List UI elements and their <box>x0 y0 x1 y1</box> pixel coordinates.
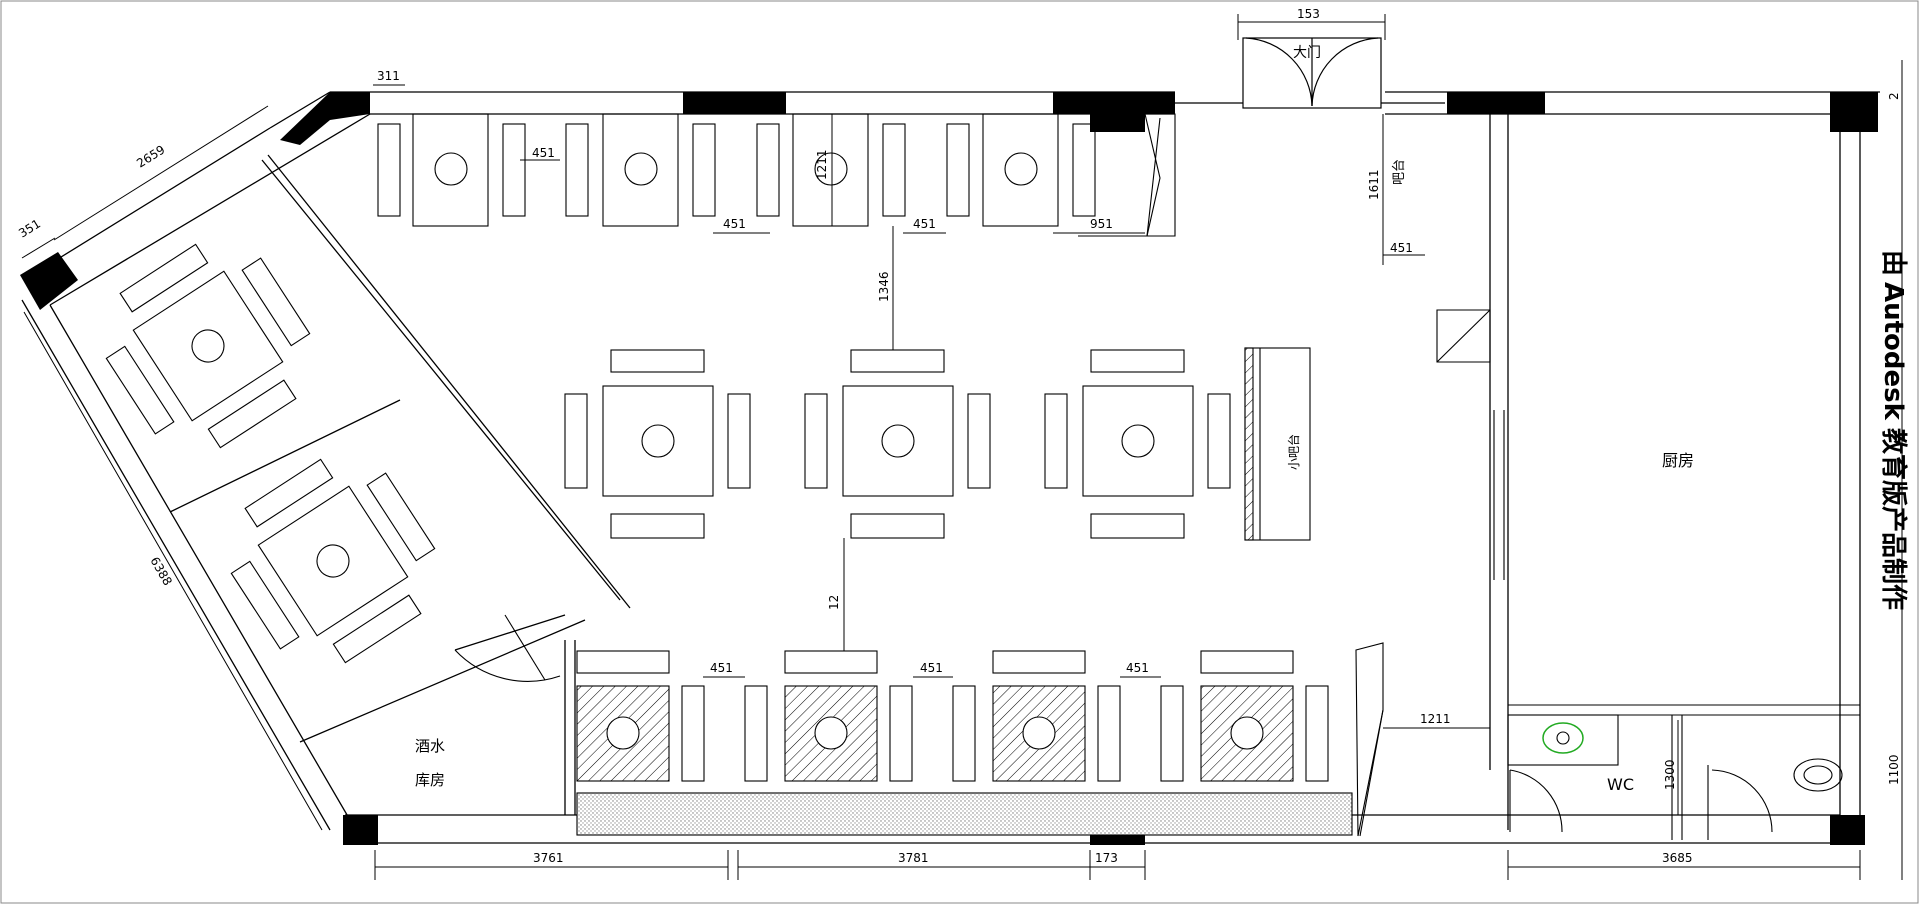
dim-2659: 2659 <box>134 142 167 170</box>
dim-153: 153 <box>1297 7 1320 21</box>
dim-311: 311 <box>377 69 400 83</box>
small-bar-label: 小吧台 <box>1286 434 1301 470</box>
watermark-prefix: 由 <box>1878 250 1908 276</box>
walls <box>21 91 1880 844</box>
dim-12-a: 12 <box>827 595 841 610</box>
watermark-suffix: 教育版产品制作 <box>1878 428 1909 610</box>
dim-1100: 1100 <box>1887 754 1901 785</box>
storage-door <box>454 614 561 682</box>
dim-2-top: 2 <box>1887 92 1901 100</box>
dim-3685: 3685 <box>1662 851 1693 865</box>
kitchen-area <box>1436 309 1860 840</box>
dim-451-g: 451 <box>1126 661 1149 675</box>
dim-1611: 1611 <box>1367 169 1381 200</box>
dim-6388: 6388 <box>147 555 174 588</box>
diagonal-booths <box>105 243 436 664</box>
dimension-lines <box>21 14 1903 880</box>
dim-451-c: 451 <box>913 217 936 231</box>
dim-951: 951 <box>1090 217 1113 231</box>
main-door-label: 大门 <box>1293 45 1321 61</box>
dim-173: 173 <box>1095 851 1118 865</box>
middle-tables <box>564 347 1311 541</box>
dim-451-b: 451 <box>723 217 746 231</box>
wc-label: WC <box>1607 775 1634 794</box>
autodesk-watermark: 由 Autodesk 教育版产品制作 <box>1878 250 1909 610</box>
columns <box>20 92 1878 845</box>
storage-label-2: 库房 <box>415 771 445 789</box>
main-door <box>1175 37 1445 109</box>
dim-1300: 1300 <box>1663 759 1677 790</box>
storage-label-1: 酒水 <box>415 737 445 755</box>
dim-451-e: 451 <box>710 661 733 675</box>
dim-3761: 3761 <box>533 851 564 865</box>
dim-351: 351 <box>16 217 43 241</box>
bottom-booths <box>576 642 1384 837</box>
dim-3781: 3781 <box>898 851 929 865</box>
dim-1211: 1211 <box>815 149 829 180</box>
dim-1211-b: 1211 <box>1420 712 1451 726</box>
dim-1346: 1346 <box>877 271 891 302</box>
counter-label: 吧台 <box>1392 159 1407 185</box>
dim-451-f: 451 <box>920 661 943 675</box>
kitchen-label: 厨房 <box>1662 451 1694 470</box>
top-booths <box>377 113 1176 237</box>
watermark-brand: Autodesk <box>1878 282 1908 421</box>
dim-451-d: 451 <box>1390 241 1413 255</box>
dim-451-a: 451 <box>532 146 555 160</box>
